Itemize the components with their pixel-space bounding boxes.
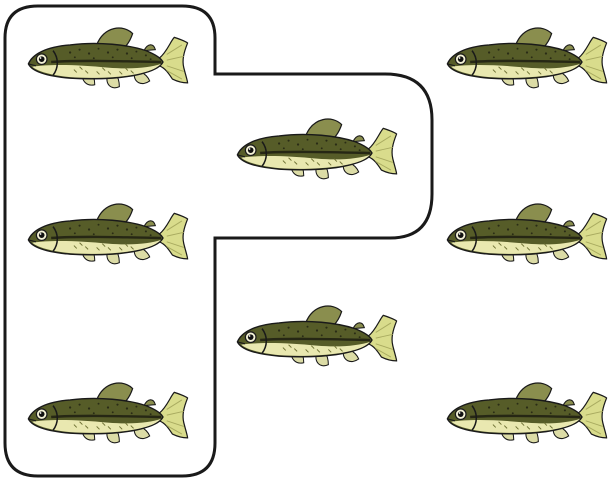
fish-icon	[446, 202, 608, 266]
fish-icon	[236, 117, 398, 181]
grouping-outline	[3, 4, 434, 478]
fish-icon	[27, 381, 189, 445]
fish-icon	[27, 26, 189, 90]
fish-icon	[236, 304, 398, 368]
fish-icon	[446, 381, 608, 445]
fish-icon	[446, 26, 608, 90]
fish-icon	[27, 202, 189, 266]
